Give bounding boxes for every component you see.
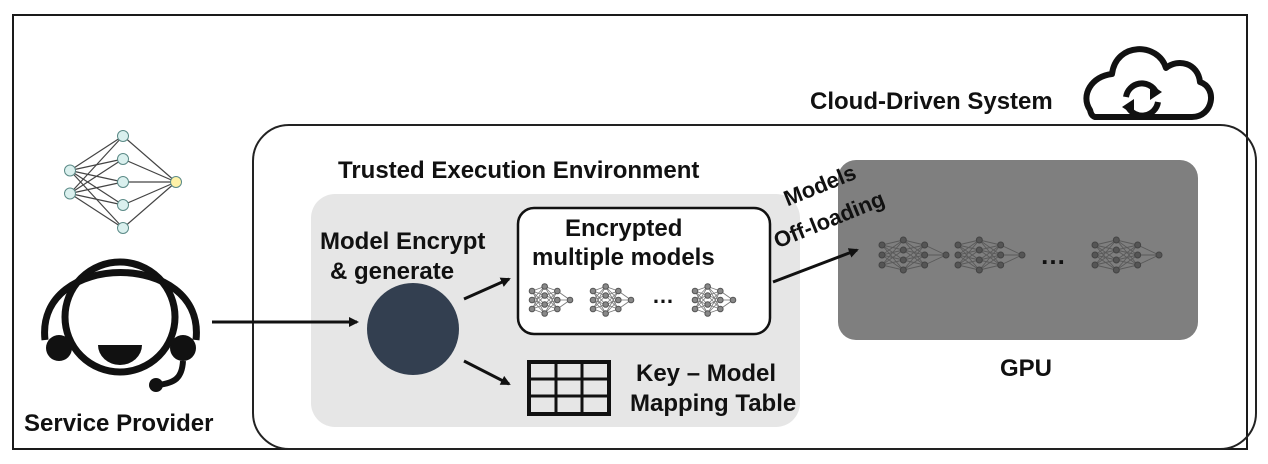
encrypt-label-line1: Model Encrypt: [320, 228, 486, 255]
gpu-model-icon: [954, 236, 1026, 274]
gpu-label: GPU: [1000, 355, 1053, 382]
gpu-ellipsis: …: [1040, 240, 1066, 270]
cloud-sync-icon: [1083, 46, 1214, 120]
table-label-line2: Mapping Table: [630, 390, 797, 417]
table-label-line1: Key – Model: [636, 360, 777, 387]
cloud-system-label: Cloud-Driven System: [810, 88, 1053, 115]
models-box-label-line2: multiple models: [532, 244, 715, 271]
encrypted-model-icon: [528, 283, 574, 317]
encrypted-model-icon: [691, 283, 737, 317]
models-box-label-line1: Encrypted: [565, 215, 683, 242]
encrypted-model-icon: [589, 283, 635, 317]
gpu-model-icon: [1091, 236, 1163, 274]
encrypt-to-table-arrow: [463, 359, 511, 386]
service-provider-label: Service Provider: [24, 410, 214, 437]
cloud-system-container: [252, 124, 1257, 450]
encrypt-to-models-arrow: [463, 277, 511, 301]
headset-agent-icon: [41, 258, 200, 392]
neural-network-icon: [64, 130, 182, 234]
gpu-region: [838, 160, 1198, 340]
gpu-model-icon: [878, 236, 950, 274]
models-ellipsis: …: [652, 283, 674, 308]
encrypt-generate-node: [367, 283, 459, 375]
table-grid-icon: [527, 360, 611, 416]
offload-arrow: [772, 248, 859, 284]
encrypt-label-line2: & generate: [330, 258, 455, 285]
tee-label: Trusted Execution Environment: [338, 157, 700, 184]
